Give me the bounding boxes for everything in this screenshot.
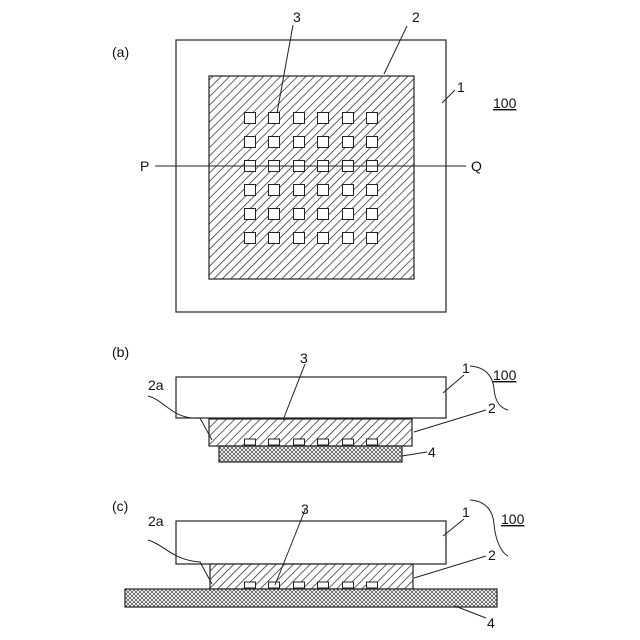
pad-square — [343, 209, 354, 220]
pad-square — [245, 185, 256, 196]
pad-square — [367, 137, 378, 148]
panel-b: (b) 2a 3 1 100 2 4 — [112, 344, 517, 462]
pad-square — [245, 113, 256, 124]
substrate-section — [176, 377, 446, 418]
pad-square — [294, 582, 305, 588]
pad-square — [318, 233, 329, 244]
pad-square — [367, 233, 378, 244]
label-3: 3 — [301, 501, 309, 517]
hatched-layer-section — [209, 419, 412, 446]
pad-square — [343, 185, 354, 196]
label-100: 100 — [493, 95, 517, 111]
pad-square — [294, 439, 305, 445]
label-3: 3 — [300, 350, 308, 366]
pad-square — [269, 137, 280, 148]
label-2: 2 — [488, 400, 496, 416]
pad-square — [343, 582, 354, 588]
pad-square — [294, 209, 305, 220]
leader-4 — [455, 606, 486, 618]
base-plate — [125, 589, 497, 607]
hatched-layer-section — [210, 564, 413, 589]
pad-square — [367, 113, 378, 124]
label-100: 100 — [493, 367, 517, 383]
label-3: 3 — [293, 9, 301, 25]
pad-square — [318, 113, 329, 124]
pad-square — [294, 233, 305, 244]
label-p: P — [140, 158, 149, 174]
pad-square — [269, 439, 280, 445]
label-100: 100 — [501, 511, 525, 527]
label-2: 2 — [488, 547, 496, 563]
hatched-layer — [209, 76, 414, 279]
pad-square — [269, 582, 280, 588]
pad-square — [269, 113, 280, 124]
pad-square — [367, 185, 378, 196]
pad-square — [318, 582, 329, 588]
pad-square — [294, 185, 305, 196]
label-1: 1 — [462, 360, 470, 376]
pad-square — [318, 185, 329, 196]
pad-square — [245, 233, 256, 244]
pad-square — [269, 233, 280, 244]
label-2: 2 — [412, 9, 420, 25]
label-1: 1 — [462, 504, 470, 520]
pad-square — [343, 137, 354, 148]
panel-a: (a) P Q 3 2 1 100 — [112, 9, 517, 312]
label-2a: 2a — [148, 377, 164, 393]
label-4: 4 — [487, 615, 495, 631]
pad-square — [294, 137, 305, 148]
panel-b-tag: (b) — [112, 344, 129, 360]
label-2a: 2a — [148, 513, 164, 529]
pad-square — [367, 582, 378, 588]
pad-square — [343, 439, 354, 445]
label-q: Q — [471, 158, 482, 174]
pad-square — [318, 439, 329, 445]
pad-square — [245, 209, 256, 220]
panel-c: (c) 2a 3 1 100 2 4 — [112, 498, 525, 631]
pad-square — [269, 185, 280, 196]
pad-square — [245, 439, 256, 445]
pad-square — [367, 439, 378, 445]
pad-square — [318, 137, 329, 148]
pad-square — [343, 233, 354, 244]
pad-square — [245, 137, 256, 148]
pad-square — [294, 113, 305, 124]
leader-4 — [402, 452, 427, 456]
pad-square — [318, 209, 329, 220]
base-plate — [219, 446, 402, 462]
pad-square — [367, 209, 378, 220]
label-4: 4 — [428, 444, 436, 460]
panel-c-tag: (c) — [112, 498, 128, 514]
pad-square — [269, 209, 280, 220]
panel-a-tag: (a) — [112, 44, 129, 60]
pad-square — [343, 113, 354, 124]
label-1: 1 — [457, 79, 465, 95]
pad-square — [245, 582, 256, 588]
substrate-section — [176, 521, 446, 564]
